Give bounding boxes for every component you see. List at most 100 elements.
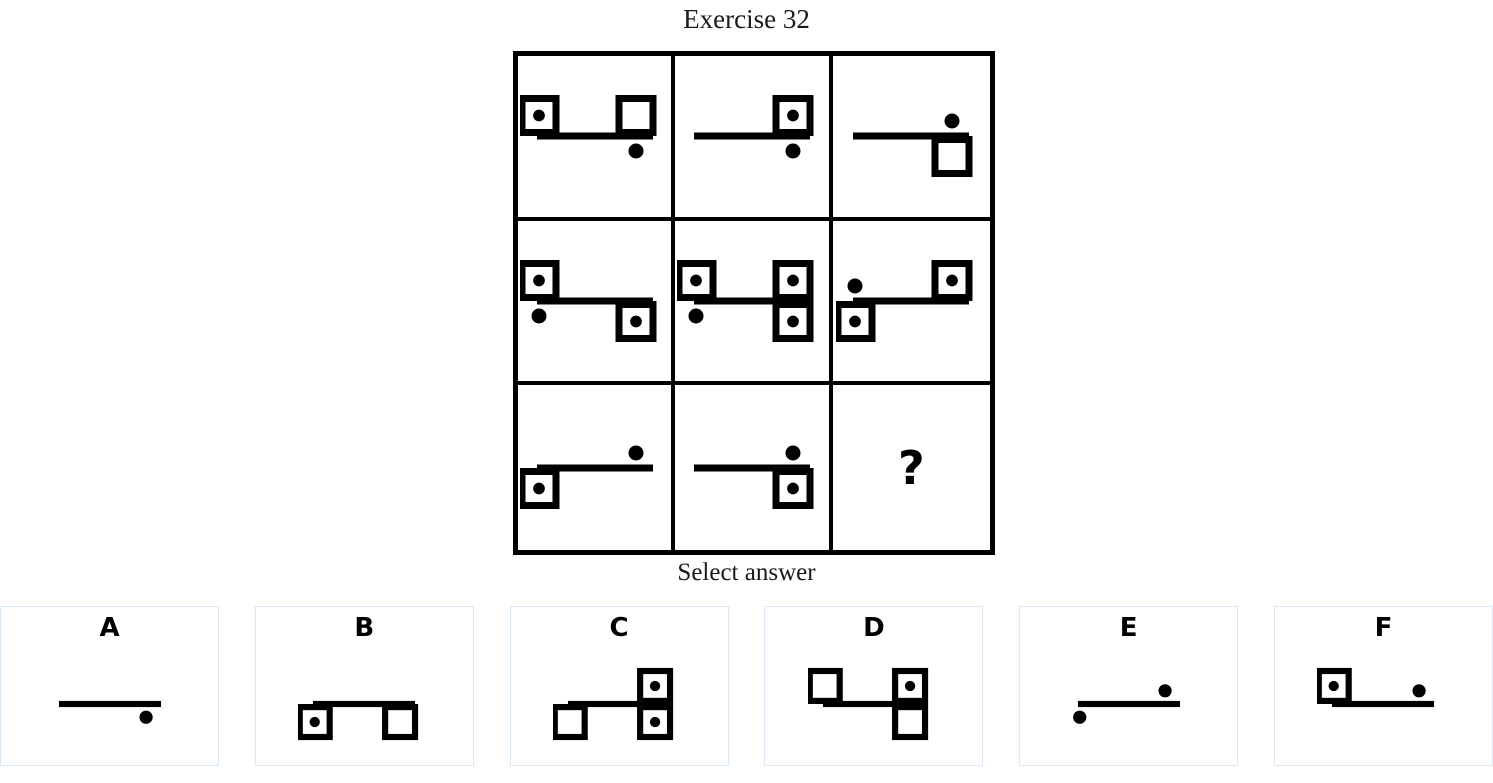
option-letter-a: A <box>99 613 120 643</box>
matrix-cell-r2c1 <box>518 220 676 386</box>
option-letter-b: B <box>354 613 375 643</box>
dot-shape <box>787 274 799 287</box>
dot-shape <box>688 308 704 324</box>
cell-figure <box>677 411 827 524</box>
figure <box>853 113 973 178</box>
answer-option-c[interactable]: C <box>509 606 729 766</box>
dot-shape <box>787 482 799 495</box>
option-figure <box>1063 654 1195 753</box>
figure <box>519 445 653 509</box>
dot-shape <box>904 680 916 692</box>
dot-shape <box>847 278 863 294</box>
option-letter-d: D <box>863 613 885 643</box>
dot-shape <box>785 143 801 159</box>
answer-option-d[interactable]: D <box>764 606 984 766</box>
answer-option-b[interactable]: B <box>254 606 474 766</box>
empty-square-shape <box>615 95 657 137</box>
matrix-cell-r1c1 <box>518 56 676 221</box>
figure <box>676 259 814 342</box>
bar-line <box>58 700 161 708</box>
answer-option-a[interactable]: A <box>0 606 219 766</box>
dot-shape <box>138 710 153 724</box>
figure <box>1072 684 1180 724</box>
matrix-cell-r1c2 <box>675 56 833 221</box>
dot-shape <box>628 445 644 461</box>
dot-shape <box>1158 684 1172 698</box>
dot-shape <box>628 143 644 159</box>
answer-option-e[interactable]: E <box>1019 606 1239 766</box>
square-shape <box>615 300 657 342</box>
question-mark: ? <box>897 440 925 495</box>
cell-figure <box>676 244 827 357</box>
figure <box>693 95 814 159</box>
option-figure <box>1317 654 1449 753</box>
dot-shape <box>690 274 702 287</box>
empty-square-shape <box>553 703 588 741</box>
bar-line <box>1077 700 1180 708</box>
bar-line <box>693 297 810 305</box>
select-answer-label: Select answer <box>677 559 816 586</box>
figure <box>298 700 419 741</box>
matrix-cell-r2c2 <box>675 220 833 386</box>
bar-line <box>313 700 416 708</box>
bar-line <box>693 464 810 472</box>
option-figure <box>553 654 685 753</box>
square-shape <box>1317 667 1353 704</box>
cell-figure <box>836 244 986 357</box>
bar-line <box>1332 700 1435 708</box>
dot-shape <box>944 113 960 129</box>
dot-shape <box>946 274 959 287</box>
dot-shape <box>531 308 547 324</box>
option-figure <box>807 654 940 753</box>
dot-shape <box>532 274 545 287</box>
figure <box>58 700 161 724</box>
empty-square-shape <box>382 703 419 741</box>
answer-options-row: A B C D E F <box>0 606 1493 766</box>
dot-shape <box>532 482 545 495</box>
matrix-cell-r3c2 <box>675 385 833 550</box>
matrix-cell-r1c3 <box>832 56 990 221</box>
figure <box>693 445 814 509</box>
figure <box>553 667 674 741</box>
dot-shape <box>1412 684 1427 698</box>
square-shape <box>772 300 814 342</box>
matrix-grid: ? <box>513 51 995 555</box>
dot-shape <box>849 315 862 328</box>
dot-shape <box>787 109 799 122</box>
empty-square-shape <box>807 667 843 704</box>
square-shape <box>891 667 929 704</box>
square-shape <box>931 259 973 301</box>
figure <box>836 259 973 342</box>
option-letter-e: E <box>1119 613 1138 643</box>
bar-line <box>568 700 671 708</box>
dot-shape <box>785 445 801 461</box>
bar-line <box>853 297 970 305</box>
option-letter-f: F <box>1374 613 1393 643</box>
cell-figure <box>519 411 670 524</box>
dot-shape <box>532 109 545 122</box>
figure <box>807 667 929 741</box>
figure <box>519 95 657 159</box>
matrix-cell-r2c3 <box>832 221 990 386</box>
bar-line <box>853 132 970 140</box>
cell-figure <box>677 80 827 193</box>
bar-line <box>822 700 925 708</box>
cell-figure <box>519 80 670 193</box>
answer-option-f[interactable]: F <box>1273 606 1493 766</box>
dot-shape <box>650 716 661 728</box>
empty-square-shape <box>891 703 929 741</box>
dot-shape <box>1329 680 1340 692</box>
square-shape <box>519 259 560 301</box>
dot-shape <box>1072 710 1087 724</box>
figure <box>1317 667 1435 708</box>
empty-square-shape <box>931 136 973 178</box>
bar-line <box>536 297 653 305</box>
option-figure <box>44 654 176 753</box>
dot-shape <box>309 716 321 728</box>
matrix-cell-r3c3: ? <box>833 385 990 550</box>
bar-line <box>693 132 810 140</box>
bar-line <box>536 132 653 140</box>
cell-figure <box>836 80 986 193</box>
figure <box>519 259 657 342</box>
dot-shape <box>629 315 642 328</box>
